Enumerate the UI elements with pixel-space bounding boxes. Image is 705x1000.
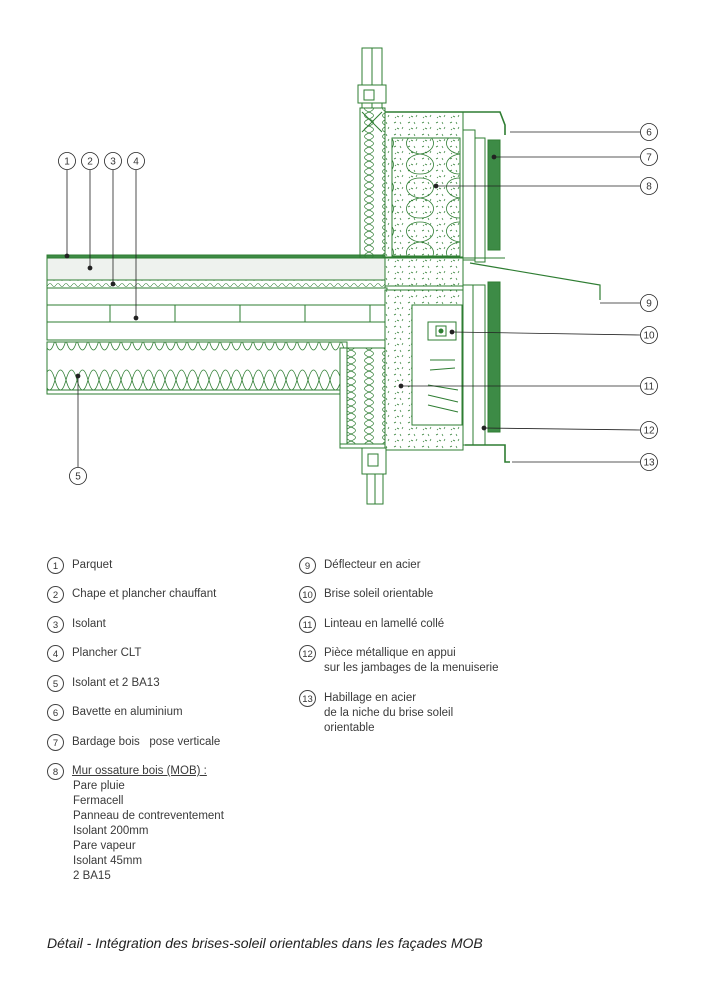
legend-item-6: 6 Bavette en aluminium	[47, 704, 183, 721]
legend-num: 4	[47, 645, 64, 662]
legend-line: sur les jambages de la menuiserie	[324, 662, 499, 674]
legend-line: Linteau en lamellé collé	[324, 618, 445, 630]
legend-text: Chape et plancher chauffant	[72, 588, 217, 600]
callout-5: 5	[75, 472, 81, 483]
legend-text: Plancher CLT	[72, 647, 142, 659]
callout-12: 12	[643, 426, 655, 437]
mob-layer: Panneau de contreventement	[73, 810, 224, 822]
legend-num: 5	[47, 675, 64, 692]
mob-insulation	[391, 137, 461, 257]
legend-item-5: 5 Isolant et 2 BA13	[47, 675, 160, 692]
cladding-bottom	[487, 281, 501, 433]
callout-2: 2	[87, 157, 93, 168]
legend-item-9: 9 Déflecteur en acier	[299, 557, 421, 574]
callout-7: 7	[646, 153, 652, 164]
legend-line: Habillage en acier	[324, 692, 417, 704]
deflector	[469, 262, 601, 300]
mob-layer: Pare pluie	[73, 780, 125, 792]
mob-layer: Isolant 45mm	[73, 855, 143, 867]
legend-item-12: 12 Pièce métallique en appui sur les jam…	[299, 645, 499, 676]
legend-num: 9	[299, 557, 316, 574]
upper-wall	[357, 47, 506, 263]
callout-3: 3	[110, 157, 116, 168]
callout-6: 6	[646, 128, 652, 139]
callout-4: 4	[133, 157, 139, 168]
legend-text: Brise soleil orientable	[324, 586, 433, 602]
legend-text: Isolant	[72, 618, 106, 630]
legend-item-3: 3 Isolant	[47, 616, 106, 633]
mob-layer: 2 BA15	[73, 870, 111, 882]
cladding-top	[487, 139, 501, 251]
callout-11: 11	[644, 382, 655, 393]
legend-text: Parquet	[72, 559, 113, 571]
callouts	[58, 123, 658, 485]
callout-13: 13	[643, 458, 655, 469]
mob-layer: Pare vapeur	[73, 840, 136, 852]
legend-num: 2	[47, 586, 64, 603]
legend-text: Linteau en lamellé collé	[324, 616, 444, 632]
legend-num: 13	[299, 690, 316, 707]
lower-wall	[339, 347, 387, 505]
legend-item-11: 11 Linteau en lamellé collé	[299, 616, 444, 633]
callout-9: 9	[646, 299, 652, 310]
legend-line: Brise soleil orientable	[324, 588, 434, 600]
legend-num: 11	[299, 616, 316, 633]
bavette	[385, 111, 506, 135]
steel-niche	[465, 444, 510, 463]
legend-item-2: 2 Chape et plancher chauffant	[47, 586, 216, 603]
lintel-box	[384, 257, 601, 463]
legend-num: 10	[299, 586, 316, 603]
floor-assembly	[46, 254, 388, 395]
legend-num: 8	[47, 763, 64, 780]
screed-layer	[46, 257, 386, 281]
legend-num: 1	[47, 557, 64, 574]
legend-text: Pièce métallique en appui sur les jambag…	[324, 645, 499, 676]
legend-num: 6	[47, 704, 64, 721]
legend-item-10: 10 Brise soleil orientable	[299, 586, 433, 603]
legend-num: 3	[47, 616, 64, 633]
figure-caption: Détail - Intégration des brises-soleil o…	[47, 935, 483, 951]
legend-text: Isolant et 2 BA13	[72, 677, 160, 689]
mob-layer: Fermacell	[73, 795, 124, 807]
callout-8: 8	[646, 182, 652, 193]
legend-text: Habillage en acier de la niche du brise …	[324, 690, 453, 736]
legend-item-8: 8 Mur ossature bois (MOB) :	[47, 763, 207, 780]
upper-stud	[359, 107, 386, 259]
callout-1: 1	[64, 157, 70, 168]
section-drawing: 1 2 3 4 5 6 7 8 9 10 11 12 13	[46, 47, 658, 505]
legend-text: Bavette en aluminium	[72, 706, 183, 718]
legend-num: 7	[47, 734, 64, 751]
legend-text: Déflecteur en acier	[324, 557, 421, 573]
legend-line: orientable	[324, 722, 375, 734]
legend-item-13: 13 Habillage en acier de la niche du bri…	[299, 690, 453, 736]
legend-item-4: 4 Plancher CLT	[47, 645, 141, 662]
callout-numbers: 1 2 3 4 5 6 7 8 9 10 11 12 13	[64, 128, 655, 483]
legend-item-1: 1 Parquet	[47, 557, 112, 574]
thin-insulation-layer	[46, 279, 386, 289]
legend-text: Bardage bois pose verticale	[72, 736, 221, 748]
legend-line: de la niche du brise soleil	[324, 707, 454, 719]
legend-num: 12	[299, 645, 316, 662]
legend-item-7: 7 Bardage bois pose verticale	[47, 734, 220, 751]
legend-text: Mur ossature bois (MOB) :	[72, 765, 207, 777]
clt-floor	[46, 287, 388, 341]
ceiling-insulation	[46, 341, 348, 391]
mob-layer: Isolant 200mm	[73, 825, 149, 837]
lower-window	[361, 447, 387, 475]
callout-10: 10	[643, 331, 655, 342]
legend-line: Pièce métallique en appui	[324, 647, 456, 659]
legend-line: Déflecteur en acier	[324, 559, 421, 571]
